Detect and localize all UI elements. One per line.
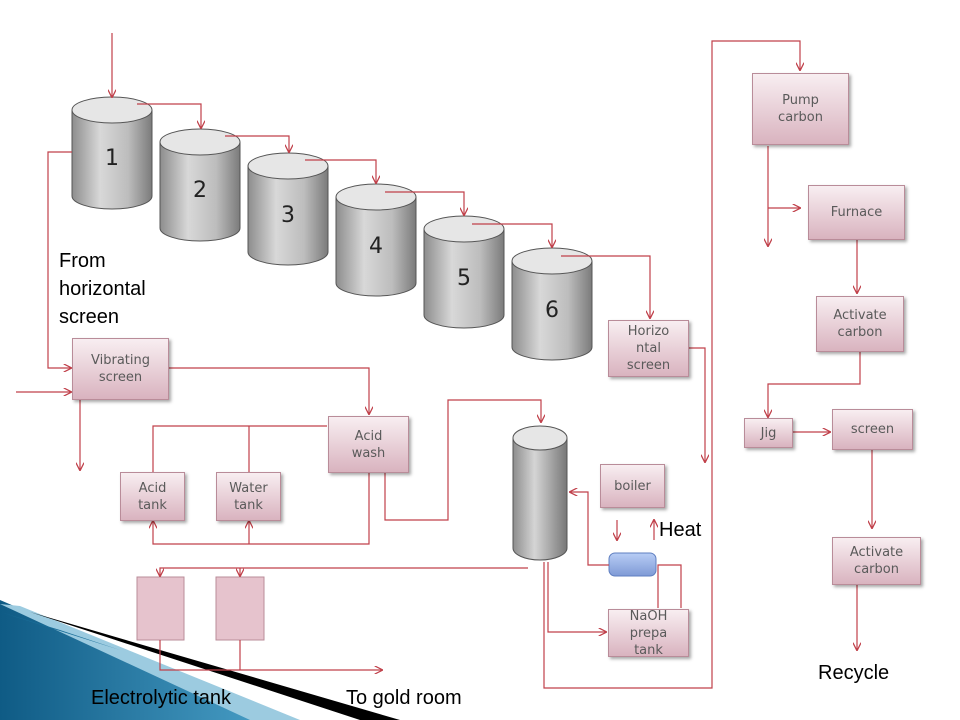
tank-label-3: 3 — [281, 203, 295, 228]
to-gold-room-label: To gold room — [346, 687, 462, 709]
cip-tank-2 — [159, 128, 241, 242]
horizontal-screen-box: Horizo ntal screen — [608, 320, 689, 377]
pump-carbon-box: Pump carbon — [752, 73, 849, 145]
cip-tank-6 — [511, 247, 593, 361]
tank-label-6: 6 — [545, 298, 559, 323]
cip-tank-4 — [335, 183, 417, 297]
acid-tank-box: Acid tank — [120, 472, 185, 521]
jig-box: Jig — [744, 418, 793, 448]
activate-carbon-box-1: Activate carbon — [816, 296, 904, 352]
tank-label-5: 5 — [457, 266, 471, 291]
flow-lines — [16, 33, 872, 689]
screen-box: screen — [832, 409, 913, 450]
activate-carbon-box-2: Activate carbon — [832, 537, 921, 585]
tank-label-1: 1 — [105, 146, 119, 171]
heat-label: Heat — [659, 519, 702, 541]
tank-label-4: 4 — [369, 234, 383, 259]
from-horizontal-screen-label: From horizontal screen — [59, 250, 146, 328]
cip-tank-3 — [247, 152, 329, 266]
cip-tank-5 — [423, 215, 505, 329]
electrolytic-cell-1 — [136, 576, 185, 641]
cip-tank-1 — [71, 96, 153, 210]
acid-wash-box: Acid wash — [328, 416, 409, 473]
corner-decoration — [0, 600, 400, 720]
electrolytic-cell-2 — [215, 576, 265, 641]
boiler-box: boiler — [600, 464, 665, 508]
elution-column — [512, 425, 568, 561]
tank-label-2: 2 — [193, 178, 207, 203]
recycle-label: Recycle — [818, 662, 890, 684]
electrolytic-tank-label: Electrolytic tank — [91, 687, 232, 709]
heat-exchanger — [608, 552, 657, 577]
water-tank-box: Water tank — [216, 472, 281, 521]
vibrating-screen-box: Vibrating screen — [72, 338, 169, 400]
naoh-tank-box: NaOH prepa tank — [608, 609, 689, 658]
furnace-box: Furnace — [808, 185, 905, 240]
